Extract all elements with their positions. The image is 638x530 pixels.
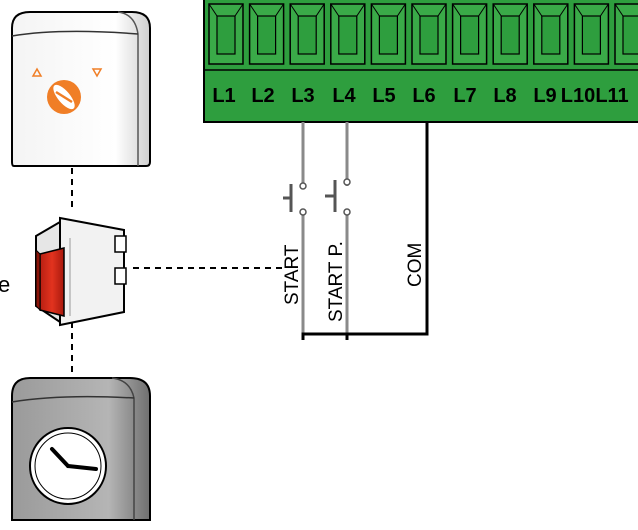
timer-clock-icon bbox=[11, 377, 151, 521]
arrow-down-icon bbox=[91, 68, 103, 78]
terminal-screw-slot bbox=[297, 15, 317, 55]
terminal-slot-bevel bbox=[356, 3, 366, 17]
key-selector-icon bbox=[11, 11, 151, 167]
terminal-label-l8: L8 bbox=[493, 85, 516, 107]
terminal-label-l4: L4 bbox=[332, 85, 356, 107]
cut-off-letter: e bbox=[0, 272, 10, 297]
terminal-screw-slot bbox=[419, 15, 439, 55]
start-p-label: START P. bbox=[326, 241, 347, 322]
wire-com bbox=[301, 122, 429, 340]
wiring: START START P. COM bbox=[71, 122, 429, 378]
terminal-slot-bevel bbox=[249, 3, 259, 17]
clock-hour-hand bbox=[50, 447, 70, 468]
terminal-slot-bevel bbox=[330, 3, 340, 17]
terminal-label-l5: L5 bbox=[372, 85, 395, 107]
arrow-up-icon bbox=[31, 67, 43, 77]
clock-minute-hand bbox=[66, 464, 98, 471]
terminal-screw-slot bbox=[622, 15, 638, 55]
terminal-slot-bevel bbox=[518, 3, 528, 17]
terminal-slot-bevel bbox=[573, 3, 583, 17]
terminal-slot-bevel bbox=[370, 3, 380, 17]
terminal-slot-bevel bbox=[452, 3, 462, 17]
start-contact-icon bbox=[283, 182, 307, 216]
terminal-screw-slot bbox=[216, 15, 236, 55]
terminal-slot-bevel bbox=[396, 3, 406, 17]
start-label: START bbox=[282, 244, 303, 305]
terminal-slot-bevel bbox=[411, 3, 421, 17]
terminal-slots bbox=[208, 3, 638, 65]
terminal-slot-bevel bbox=[533, 3, 543, 17]
terminal-screw-slot bbox=[581, 15, 602, 55]
start-p-contact-icon bbox=[325, 178, 351, 216]
terminal-slot-bevel bbox=[289, 3, 299, 17]
terminal-slot-bevel bbox=[208, 3, 218, 17]
terminal-slot-bevel bbox=[275, 3, 285, 17]
terminal-screw-slot bbox=[378, 15, 398, 55]
terminal-slot-bevel bbox=[315, 3, 325, 17]
terminal-label-l6: L6 bbox=[412, 85, 435, 107]
terminal-screw-slot bbox=[338, 15, 358, 55]
terminal-slot-bevel bbox=[614, 3, 624, 17]
terminal-label-l11: L11 bbox=[595, 85, 628, 107]
terminal-slot-bevel bbox=[492, 3, 502, 17]
terminal-screw-slot bbox=[460, 15, 480, 55]
terminal-screw-slot bbox=[257, 15, 277, 55]
terminal-screw-slot bbox=[541, 15, 561, 55]
terminal-label-l7: L7 bbox=[453, 85, 476, 107]
red-push-button-icon bbox=[35, 216, 127, 327]
terminal-label-l1: L1 bbox=[212, 85, 235, 107]
terminal-label-l10: L10 bbox=[561, 85, 595, 107]
terminal-slot-bevel bbox=[559, 3, 569, 17]
terminal-slot-bevel bbox=[437, 3, 447, 17]
key-icon bbox=[47, 80, 81, 114]
terminal-slot-bevel bbox=[234, 3, 244, 17]
terminal-label-l9: L9 bbox=[533, 85, 556, 107]
terminal-label-l2: L2 bbox=[251, 85, 274, 107]
com-label: COM bbox=[405, 243, 426, 287]
terminal-label-l3: L3 bbox=[291, 85, 314, 107]
terminal-slot-bevel bbox=[599, 3, 609, 17]
terminal-slot-bevel bbox=[478, 3, 488, 17]
terminal-screw-slot bbox=[500, 15, 520, 55]
